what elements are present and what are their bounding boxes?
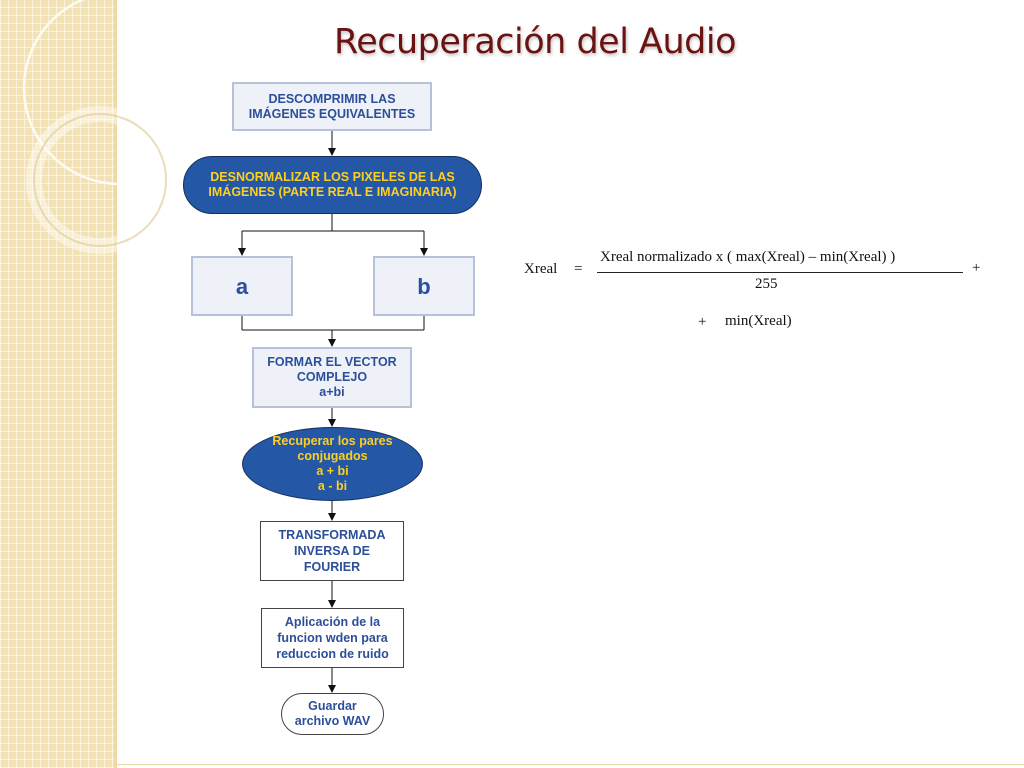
formula-plus: + bbox=[972, 260, 981, 276]
step-save-wav: Guardar archivo WAV bbox=[281, 693, 384, 735]
step-denormalize-pixels: DESNORMALIZAR LOS PIXELES DE LAS IMÁGENE… bbox=[183, 156, 482, 214]
fraction-bar bbox=[597, 272, 963, 273]
step-recover-conjugate-pairs: Recuperar los pares conjugados a + bi a … bbox=[242, 427, 423, 501]
page-title: Recuperación del Audio bbox=[333, 22, 737, 62]
formula-numerator: Xreal normalizado x ( max(Xreal) – min(X… bbox=[600, 249, 896, 265]
step-form-complex-vector: FORMAR EL VECTOR COMPLEJO a+bi bbox=[252, 347, 412, 408]
formula-continuation-plus: + bbox=[698, 314, 707, 330]
formula-continuation-term: min(Xreal) bbox=[725, 313, 792, 329]
branch-b-box: b bbox=[373, 256, 475, 316]
formula-denominator: 255 bbox=[755, 276, 778, 292]
sidebar-edge bbox=[114, 0, 117, 768]
branch-a-box: a bbox=[191, 256, 293, 316]
step-wden-noise-reduction: Aplicación de la funcion wden para reduc… bbox=[261, 608, 404, 668]
formula-equals: = bbox=[574, 261, 583, 277]
formula-lhs: Xreal bbox=[524, 261, 558, 277]
bottom-rule bbox=[117, 764, 1024, 765]
step-decompress-images: DESCOMPRIMIR LAS IMÁGENES EQUIVALENTES bbox=[232, 82, 432, 131]
step-inverse-fourier: TRANSFORMADA INVERSA DE FOURIER bbox=[260, 521, 404, 581]
decorative-sidebar bbox=[0, 0, 114, 768]
decorative-swirl-icon bbox=[22, 0, 218, 254]
